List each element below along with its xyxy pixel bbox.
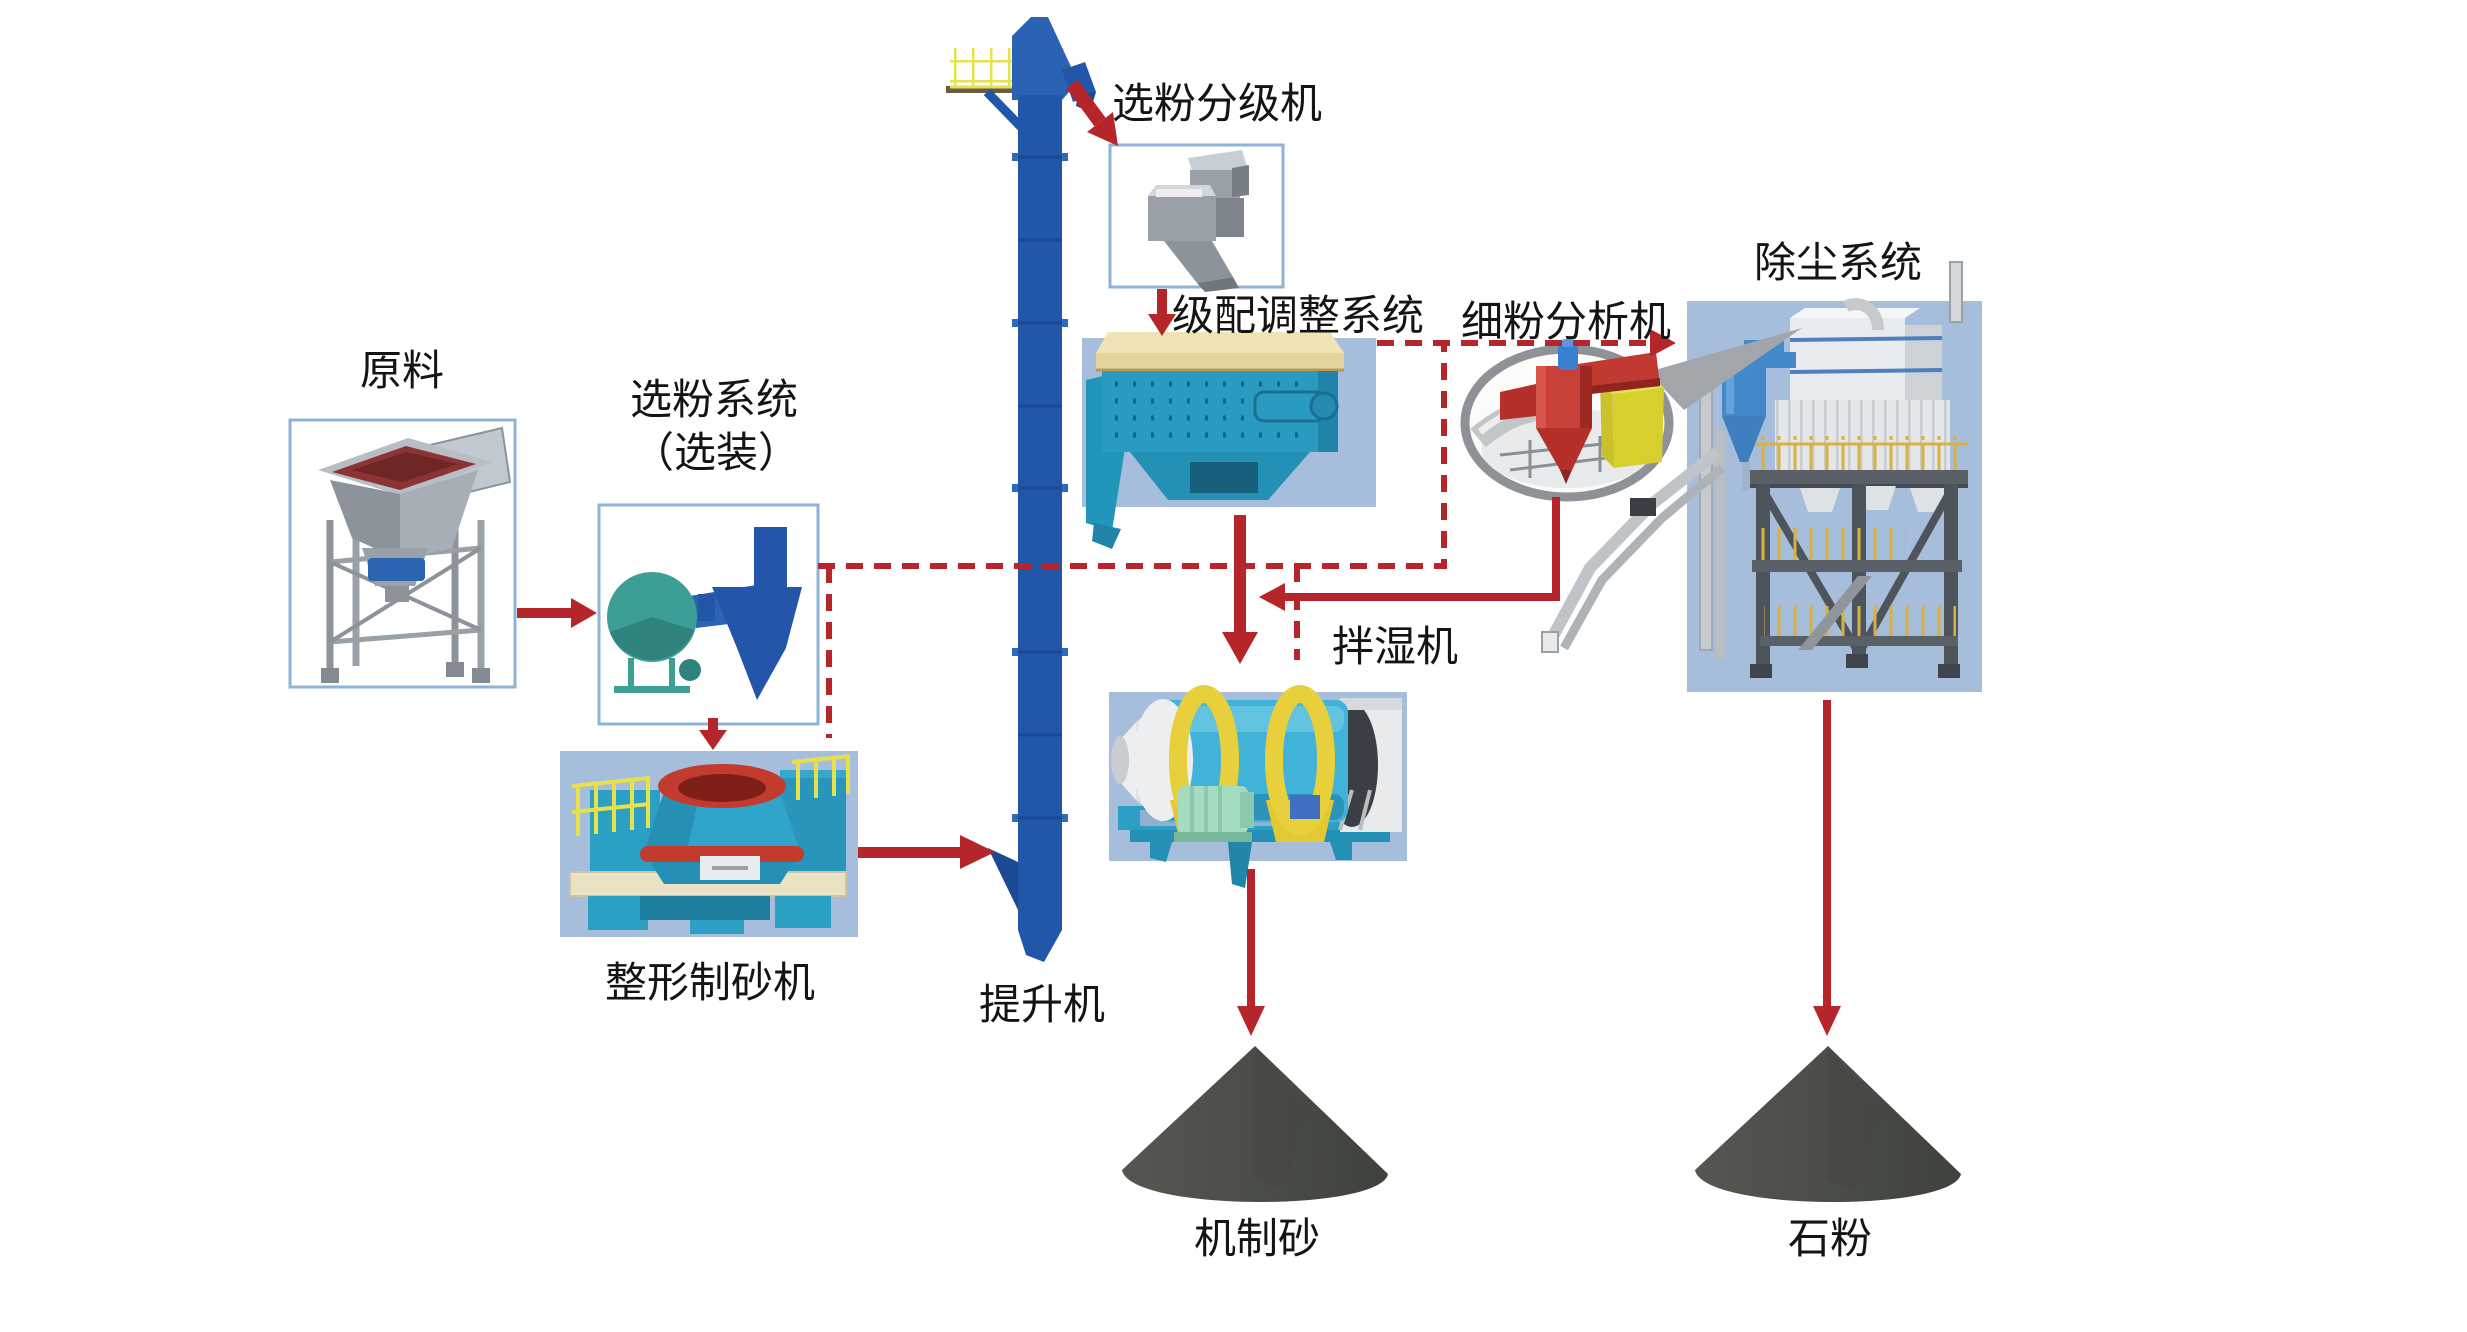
powder-system-illustration <box>607 527 802 700</box>
label-bucket-elevator: 提升机 <box>979 981 1105 1028</box>
analyzer-illustration <box>1460 339 1674 502</box>
shaper-illustration <box>569 754 851 934</box>
arrow-elevator-to-classifier <box>1066 79 1118 146</box>
label-powder-system-optional: （选装） <box>632 429 800 476</box>
label-stone-powder: 石粉 <box>1788 1215 1872 1262</box>
dashed-powder-system-to-corner <box>818 343 1447 569</box>
mixer-illustration <box>1111 685 1402 888</box>
label-fine-powder-analyzer: 细粉分析机 <box>1461 298 1671 345</box>
arrow-powder-system-to-shaper <box>699 718 727 750</box>
arrow-shaper-to-elevator <box>858 835 995 869</box>
raw-hopper-illustration <box>318 426 512 683</box>
label-shaping-sand-machine: 整形制砂机 <box>605 959 815 1006</box>
label-wet-mixer: 拌湿机 <box>1332 623 1458 670</box>
label-gradation-system: 级配调整系统 <box>1172 292 1424 339</box>
stone-cone <box>1695 1046 1961 1203</box>
label-powder-classifier: 选粉分级机 <box>1112 80 1322 127</box>
dust-pipe <box>1541 447 1725 653</box>
analyzer-callout-tail <box>1648 328 1802 410</box>
dashed-arrowhead-into-dust <box>1650 329 1676 357</box>
arrow-raw-to-powder-system <box>517 598 597 628</box>
label-machine-made-sand: 机制砂 <box>1194 1215 1320 1262</box>
gradation-machine-illustration <box>1086 332 1344 549</box>
sand-cone <box>1122 1046 1388 1203</box>
label-dust-removal-system: 除尘系统 <box>1754 239 1922 286</box>
dust-tower-illustration <box>1699 261 1968 678</box>
arrow-mixer-to-sand <box>1237 869 1265 1036</box>
arrow-dust-to-stone <box>1813 700 1841 1036</box>
arrow-gradation-to-mixer <box>1222 515 1258 664</box>
classifier-illustration <box>1148 150 1249 292</box>
arrow-analyzer-to-mixer-line <box>1259 497 1560 611</box>
arrow-classifier-to-gradation <box>1148 289 1176 336</box>
label-raw-material: 原料 <box>360 347 444 394</box>
elevator-illustration <box>946 17 1096 962</box>
label-powder-system: 选粉系统 <box>630 376 798 423</box>
